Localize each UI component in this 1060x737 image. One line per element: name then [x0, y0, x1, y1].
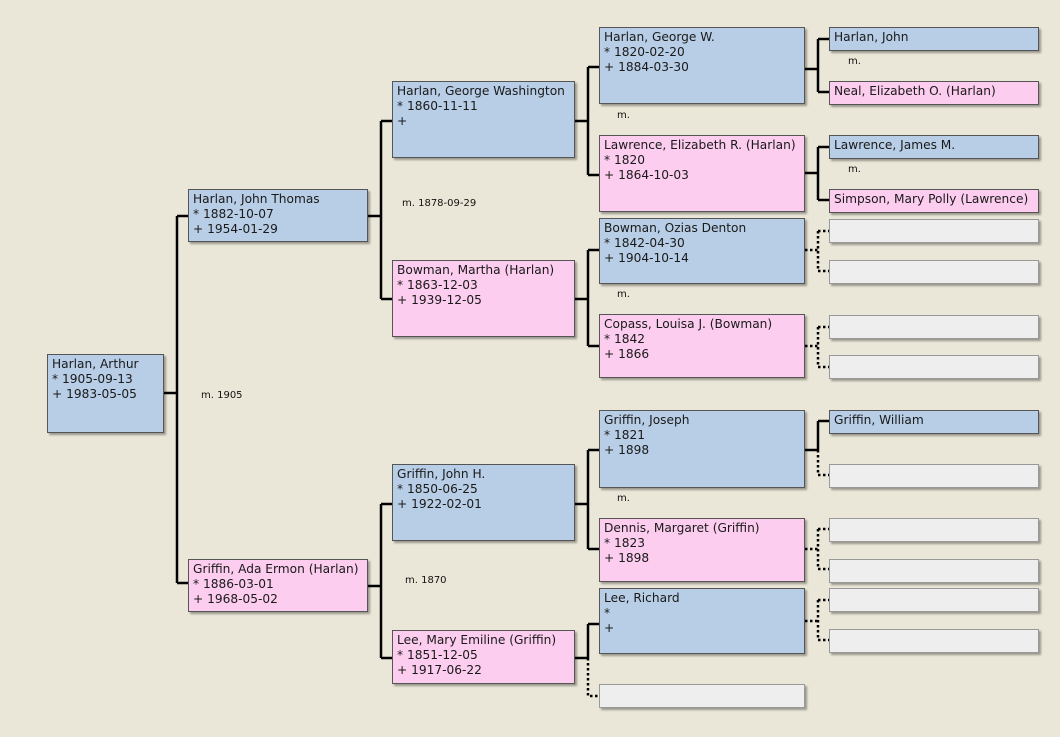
person-death: +	[397, 114, 408, 128]
person-card-mary-emiline[interactable]: Lee, Mary Emiline (Griffin) * 1851-12-05…	[392, 630, 575, 684]
person-card-john-thomas[interactable]: Harlan, John Thomas * 1882-10-07 + 1954-…	[188, 189, 368, 242]
empty-person-slot[interactable]	[829, 260, 1039, 284]
marriage-label: m. 1870	[405, 575, 447, 586]
person-birth: * 1882-10-07	[193, 207, 274, 221]
person-birth: * 1851-12-05	[397, 648, 478, 662]
person-birth: * 1823	[604, 536, 645, 550]
empty-person-slot[interactable]	[829, 219, 1039, 243]
empty-person-slot[interactable]	[829, 464, 1039, 488]
person-name: Dennis, Margaret (Griffin)	[604, 521, 760, 535]
person-name: Lee, Mary Emiline (Griffin)	[397, 633, 557, 647]
marriage-label: m.	[617, 493, 630, 504]
person-name: Lawrence, James M.	[834, 138, 956, 152]
person-birth: * 1820-02-20	[604, 45, 685, 59]
person-name: Bowman, Ozias Denton	[604, 221, 747, 235]
person-birth: * 1860-11-11	[397, 99, 478, 113]
empty-person-slot[interactable]	[829, 315, 1039, 339]
person-death: + 1983-05-05	[52, 387, 137, 401]
empty-person-slot[interactable]	[829, 355, 1039, 379]
marriage-label: m.	[617, 289, 630, 300]
person-card-arthur[interactable]: Harlan, Arthur * 1905-09-13 + 1983-05-05	[47, 354, 164, 433]
person-card-gw-harlan[interactable]: Harlan, George Washington * 1860-11-11 +	[392, 81, 575, 158]
person-death: + 1954-01-29	[193, 222, 278, 236]
person-card-joseph[interactable]: Griffin, Joseph * 1821 + 1898	[599, 410, 805, 488]
person-birth: *	[604, 606, 611, 620]
marriage-label: m. 1878-09-29	[402, 198, 477, 209]
person-name: Griffin, Ada Ermon (Harlan)	[193, 562, 359, 576]
person-card-richard[interactable]: Lee, Richard * +	[599, 588, 805, 654]
person-name: Griffin, Joseph	[604, 413, 690, 427]
person-birth: * 1842	[604, 332, 645, 346]
person-death: + 1917-06-22	[397, 663, 482, 677]
person-name: Harlan, John Thomas	[193, 192, 320, 206]
person-death: + 1898	[604, 551, 650, 565]
person-death: + 1898	[604, 443, 650, 457]
person-card-ozias[interactable]: Bowman, Ozias Denton * 1842-04-30 + 1904…	[599, 218, 805, 284]
person-card-john-harlan[interactable]: Harlan, John	[829, 27, 1039, 51]
empty-person-slot[interactable]	[599, 684, 805, 708]
person-name: Copass, Louisa J. (Bowman)	[604, 317, 773, 331]
person-card-james-m[interactable]: Lawrence, James M.	[829, 135, 1039, 159]
person-birth: * 1886-03-01	[193, 577, 274, 591]
person-name: Lee, Richard	[604, 591, 680, 605]
person-death: + 1866	[604, 347, 650, 361]
person-death: + 1864-10-03	[604, 168, 689, 182]
person-death: +	[604, 621, 615, 635]
empty-person-slot[interactable]	[829, 559, 1039, 583]
person-birth: * 1850-06-25	[397, 482, 478, 496]
person-death: + 1922-02-01	[397, 497, 482, 511]
person-card-elizabeth-r[interactable]: Lawrence, Elizabeth R. (Harlan) * 1820 +…	[599, 135, 805, 212]
person-name: Harlan, George W.	[604, 30, 715, 44]
empty-person-slot[interactable]	[829, 518, 1039, 542]
person-death: + 1939-12-05	[397, 293, 482, 307]
empty-person-slot[interactable]	[829, 629, 1039, 653]
person-card-margaret[interactable]: Dennis, Margaret (Griffin) * 1823 + 1898	[599, 518, 805, 582]
marriage-label: m.	[848, 56, 861, 67]
person-name: Neal, Elizabeth O. (Harlan)	[834, 84, 996, 98]
person-death: + 1884-03-30	[604, 60, 689, 74]
person-name: Griffin, William	[834, 413, 924, 427]
person-name: Harlan, Arthur	[52, 357, 139, 371]
person-card-louisa[interactable]: Copass, Louisa J. (Bowman) * 1842 + 1866	[599, 314, 805, 378]
marriage-label: m.	[617, 110, 630, 121]
person-birth: * 1820	[604, 153, 645, 167]
person-name: Griffin, John H.	[397, 467, 486, 481]
person-birth: * 1842-04-30	[604, 236, 685, 250]
person-name: Harlan, John	[834, 30, 909, 44]
person-card-william[interactable]: Griffin, William	[829, 410, 1039, 434]
person-name: Bowman, Martha (Harlan)	[397, 263, 555, 277]
person-death: + 1968-05-02	[193, 592, 278, 606]
person-card-ada[interactable]: Griffin, Ada Ermon (Harlan) * 1886-03-01…	[188, 559, 368, 612]
empty-person-slot[interactable]	[829, 588, 1039, 612]
person-card-elizabeth-o[interactable]: Neal, Elizabeth O. (Harlan)	[829, 81, 1039, 105]
person-birth: * 1905-09-13	[52, 372, 133, 386]
marriage-label: m. 1905	[201, 390, 243, 401]
person-birth: * 1863-12-03	[397, 278, 478, 292]
person-name: Lawrence, Elizabeth R. (Harlan)	[604, 138, 796, 152]
person-card-martha[interactable]: Bowman, Martha (Harlan) * 1863-12-03 + 1…	[392, 260, 575, 337]
person-birth: * 1821	[604, 428, 645, 442]
person-name: Harlan, George Washington	[397, 84, 565, 98]
marriage-label: m.	[848, 164, 861, 175]
person-name: Simpson, Mary Polly (Lawrence)	[834, 192, 1029, 206]
person-card-john-h[interactable]: Griffin, John H. * 1850-06-25 + 1922-02-…	[392, 464, 575, 541]
person-card-mary-polly[interactable]: Simpson, Mary Polly (Lawrence)	[829, 189, 1039, 213]
person-death: + 1904-10-14	[604, 251, 689, 265]
person-card-george-w[interactable]: Harlan, George W. * 1820-02-20 + 1884-03…	[599, 27, 805, 104]
